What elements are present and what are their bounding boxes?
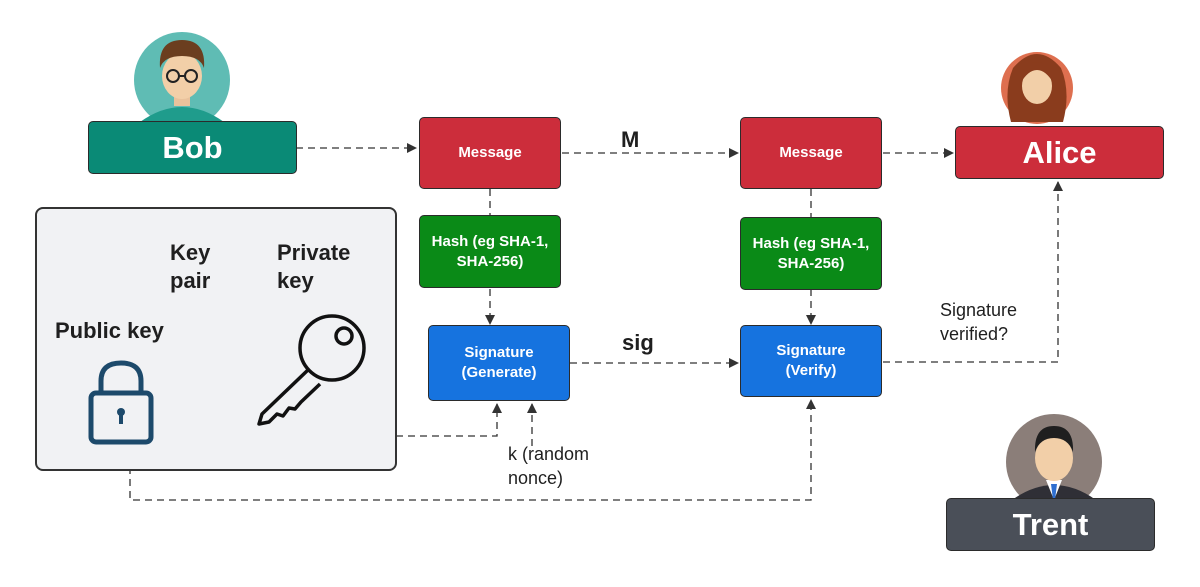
hash-right-label: Hash (eg SHA-1, SHA-256) <box>752 234 870 272</box>
signature-verify-box: Signature (Verify) <box>740 325 882 397</box>
public-key-label: Public key <box>55 318 164 343</box>
edge-public-key-to-verify <box>129 399 816 501</box>
message-right-label: Message <box>779 144 843 161</box>
alice-box: Alice <box>955 126 1164 179</box>
bob-box: Bob <box>88 121 297 174</box>
bob-label: Bob <box>162 129 223 165</box>
hash-left-label: Hash (eg SHA-1, SHA-256) <box>431 232 549 270</box>
signature-generate-label: Signature (Generate) <box>461 344 537 381</box>
hash-box-right: Hash (eg SHA-1, SHA-256) <box>740 217 882 290</box>
edge-label-m: M <box>621 127 640 152</box>
message-box-right: Message <box>740 117 882 189</box>
key-pair-label: Key pair <box>170 240 211 293</box>
lock-icon <box>88 360 154 445</box>
edge-label-verified: Signature verified? <box>940 300 1018 344</box>
alice-label: Alice <box>1022 134 1097 170</box>
edge-label-sig: sig <box>622 330 654 355</box>
hash-box-left: Hash (eg SHA-1, SHA-256) <box>419 215 561 288</box>
message-left-label: Message <box>458 144 522 161</box>
signature-verify-label: Signature (Verify) <box>776 342 846 379</box>
trent-box: Trent <box>946 498 1155 551</box>
private-key-label: Private key <box>277 240 351 293</box>
trent-label: Trent <box>1012 506 1089 542</box>
alice-avatar <box>1001 52 1073 124</box>
edge-verify-to-alice <box>883 181 1063 363</box>
message-box-left: Message <box>419 117 561 189</box>
signature-generate-box: Signature (Generate) <box>428 325 570 401</box>
key-icon <box>257 314 366 426</box>
edge-label-nonce: k (random nonce) <box>508 444 590 488</box>
